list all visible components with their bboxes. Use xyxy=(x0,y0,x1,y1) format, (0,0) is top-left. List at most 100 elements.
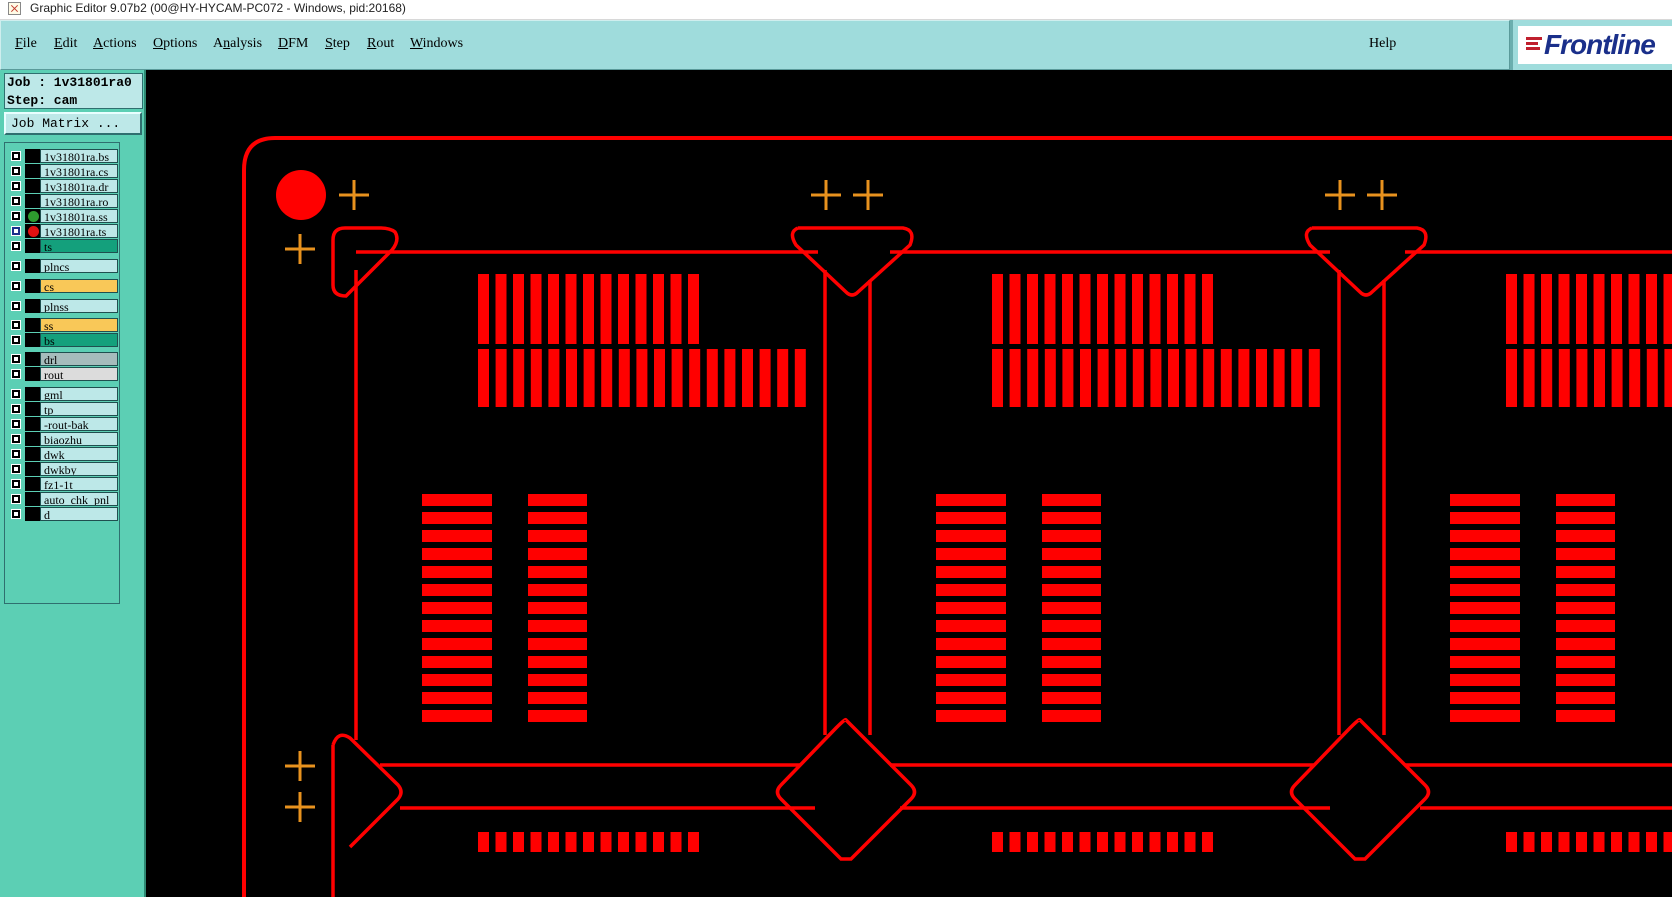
layer-row[interactable]: d xyxy=(8,507,120,521)
layer-row[interactable]: 1v31801ra.ts xyxy=(8,224,120,238)
layer-checkbox[interactable] xyxy=(11,335,21,345)
graphic-canvas[interactable] xyxy=(146,70,1672,897)
layer-checkbox[interactable] xyxy=(11,479,21,489)
layer-row[interactable]: -rout-bak xyxy=(8,417,120,431)
smd-pad xyxy=(1044,349,1056,407)
layer-row[interactable]: drl xyxy=(8,352,120,366)
layer-name[interactable]: 1v31801ra.ro xyxy=(40,194,118,208)
menu-options[interactable]: Options xyxy=(153,36,198,51)
smd-pad xyxy=(1044,832,1056,852)
menu-dfm[interactable]: DFM xyxy=(278,36,309,51)
layer-checkbox[interactable] xyxy=(11,166,21,176)
layer-checkbox[interactable] xyxy=(11,509,21,519)
layer-color-strip xyxy=(25,492,40,506)
layer-row[interactable]: bs xyxy=(8,333,120,347)
layer-checkbox[interactable] xyxy=(11,464,21,474)
smd-pad xyxy=(1523,349,1535,407)
layer-name[interactable]: fz1-1t xyxy=(40,477,118,491)
layer-name[interactable]: tp xyxy=(40,402,118,416)
layer-name[interactable]: rout xyxy=(40,367,118,381)
layer-name[interactable]: d xyxy=(40,507,118,521)
layer-row[interactable]: 1v31801ra.ss xyxy=(8,209,120,223)
menu-rout[interactable]: Rout xyxy=(367,36,395,51)
menu-step[interactable]: Step xyxy=(325,36,350,51)
layer-checkbox[interactable] xyxy=(11,434,21,444)
layer-name[interactable]: plnss xyxy=(40,299,118,313)
layer-row[interactable]: dwkby xyxy=(8,462,120,476)
layer-checkbox[interactable] xyxy=(11,494,21,504)
pcb-view[interactable] xyxy=(146,70,1672,897)
layer-name[interactable]: ts xyxy=(40,239,118,253)
layer-name[interactable]: dwkby xyxy=(40,462,118,476)
layer-row[interactable]: fz1-1t xyxy=(8,477,120,491)
layer-name[interactable]: biaozhu xyxy=(40,432,118,446)
layer-row[interactable]: dwk xyxy=(8,447,120,461)
layer-checkbox[interactable] xyxy=(11,211,21,221)
layer-checkbox[interactable] xyxy=(11,404,21,414)
smd-pad xyxy=(422,566,492,578)
layer-checkbox[interactable] xyxy=(11,419,21,429)
layer-checkbox[interactable] xyxy=(11,320,21,330)
layer-checkbox[interactable] xyxy=(11,196,21,206)
layer-row[interactable]: ts xyxy=(8,239,120,253)
layer-color-strip xyxy=(25,299,40,313)
layer-checkbox[interactable] xyxy=(11,261,21,271)
layer-checkbox[interactable] xyxy=(11,241,21,251)
layer-name[interactable]: dwk xyxy=(40,447,118,461)
layer-row[interactable]: ss xyxy=(8,318,120,332)
smd-pad xyxy=(601,349,613,407)
menu-edit[interactable]: Edit xyxy=(54,36,78,51)
layer-row[interactable]: tp xyxy=(8,402,120,416)
layer-name[interactable]: 1v31801ra.dr xyxy=(40,179,118,193)
layer-name[interactable]: cs xyxy=(40,279,118,293)
layer-checkbox[interactable] xyxy=(11,354,21,364)
layer-row[interactable]: biaozhu xyxy=(8,432,120,446)
menu-actions[interactable]: Actions xyxy=(93,36,137,51)
layer-color-strip xyxy=(25,417,40,431)
layer-row[interactable]: 1v31801ra.bs xyxy=(8,149,120,163)
layer-row[interactable]: 1v31801ra.dr xyxy=(8,179,120,193)
layer-row[interactable]: gml xyxy=(8,387,120,401)
menu-file[interactable]: File xyxy=(15,36,37,51)
smd-pad xyxy=(1506,832,1517,852)
layer-checkbox[interactable] xyxy=(11,181,21,191)
smd-pad xyxy=(706,349,718,407)
layer-checkbox[interactable] xyxy=(11,389,21,399)
layer-name[interactable]: ss xyxy=(40,318,118,332)
job-matrix-button[interactable]: Job Matrix ... xyxy=(4,112,142,135)
layer-row[interactable]: auto_chk_pnl xyxy=(8,492,120,506)
layer-name[interactable]: auto_chk_pnl xyxy=(40,492,118,506)
menu-analysis[interactable]: Analysis xyxy=(213,36,263,51)
layer-row[interactable]: plncs xyxy=(8,259,120,273)
target-marker-icon xyxy=(811,180,841,210)
layer-row[interactable]: 1v31801ra.cs xyxy=(8,164,120,178)
layer-name[interactable]: -rout-bak xyxy=(40,417,118,431)
menu-help[interactable]: Help xyxy=(1369,36,1397,51)
layer-row[interactable]: 1v31801ra.ro xyxy=(8,194,120,208)
smd-pad xyxy=(936,692,1006,704)
layer-checkbox[interactable] xyxy=(11,151,21,161)
menu-windows[interactable]: Windows xyxy=(410,36,464,51)
layer-checkbox[interactable] xyxy=(11,369,21,379)
smd-pad xyxy=(566,349,577,407)
layer-name[interactable]: plncs xyxy=(40,259,118,273)
layer-name[interactable]: 1v31801ra.bs xyxy=(40,149,118,163)
smd-pad xyxy=(530,274,542,344)
layer-name[interactable]: drl xyxy=(40,352,118,366)
smd-pad xyxy=(530,832,542,852)
layer-checkbox[interactable] xyxy=(11,281,21,291)
layer-name[interactable]: 1v31801ra.ts xyxy=(40,224,118,238)
layer-checkbox[interactable] xyxy=(11,226,21,236)
layer-name[interactable]: 1v31801ra.ss xyxy=(40,209,118,223)
smd-pad xyxy=(422,710,492,722)
layer-row[interactable]: rout xyxy=(8,367,120,381)
layer-checkbox[interactable] xyxy=(11,449,21,459)
layer-name[interactable]: 1v31801ra.cs xyxy=(40,164,118,178)
smd-pad xyxy=(1450,548,1520,560)
layer-row[interactable]: cs xyxy=(8,279,120,293)
smd-pad xyxy=(1558,274,1570,344)
layer-name[interactable]: bs xyxy=(40,333,118,347)
layer-checkbox[interactable] xyxy=(11,301,21,311)
layer-row[interactable]: plnss xyxy=(8,299,120,313)
layer-name[interactable]: gml xyxy=(40,387,118,401)
